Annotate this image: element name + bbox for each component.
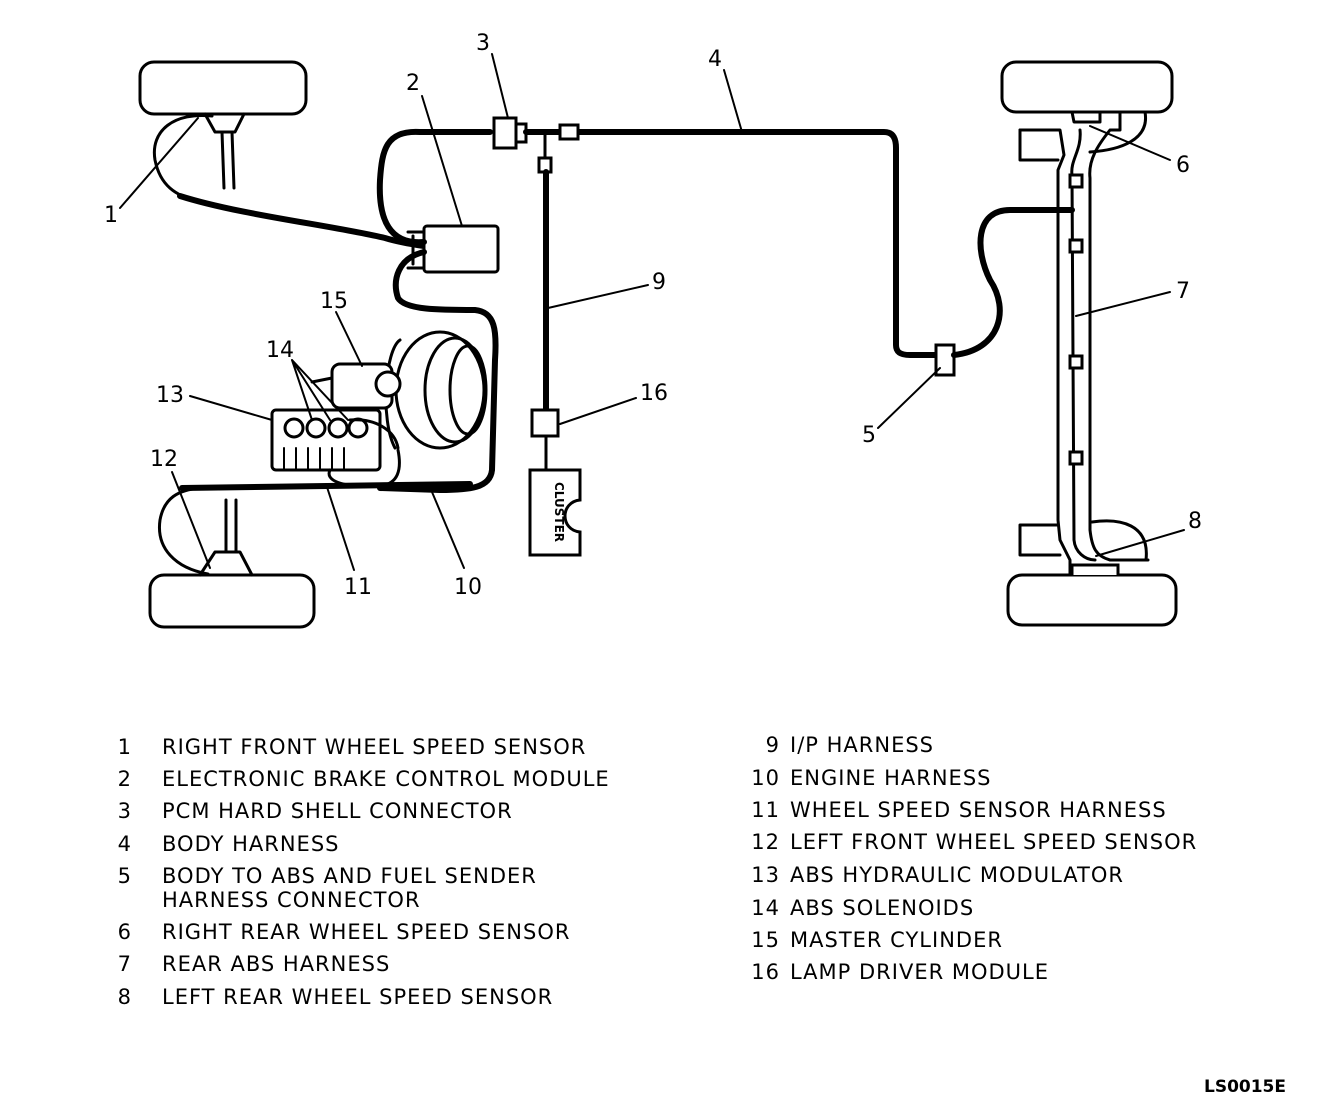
right-rear-sensor xyxy=(1070,110,1102,124)
callout-8: 8 xyxy=(1188,509,1202,534)
right-rear-wheel xyxy=(1000,60,1174,114)
harness-clip-2 xyxy=(1068,238,1084,254)
harness-clip-4 xyxy=(1068,450,1084,466)
engine-harness-loop xyxy=(377,249,499,493)
callout-5: 5 xyxy=(862,423,876,448)
abs-hydraulic-modulator xyxy=(270,408,401,488)
body-harness-wire xyxy=(523,129,943,358)
pcm-hard-shell-connector xyxy=(492,116,528,150)
figure-code: LS0015E xyxy=(1204,1077,1287,1097)
callout-9: 9 xyxy=(652,270,666,295)
lamp-driver-module xyxy=(530,408,560,438)
callout-numbers: 1 2 3 4 5 6 7 8 9 10 11 12 13 14 15 16 xyxy=(104,31,1202,600)
left-front-wheel xyxy=(148,573,316,629)
callout-13: 13 xyxy=(156,383,184,408)
callout-1: 1 xyxy=(104,203,118,228)
left-rear-wheel xyxy=(1006,573,1178,627)
callout-6: 6 xyxy=(1176,153,1190,178)
callout-12: 12 xyxy=(150,447,178,472)
abs-component-diagram: CLUSTER xyxy=(104,31,1202,629)
left-rear-sensor xyxy=(1070,563,1120,575)
body-to-rear-harness xyxy=(951,207,1075,358)
right-front-wheel xyxy=(138,60,308,116)
callout-15: 15 xyxy=(320,289,348,314)
leader-lines xyxy=(119,53,1185,571)
rear-abs-harness-wire xyxy=(1070,128,1097,562)
rear-frame xyxy=(1018,110,1150,577)
cluster-label: CLUSTER xyxy=(552,482,566,542)
inline-connector xyxy=(558,123,580,141)
callout-7: 7 xyxy=(1176,279,1190,304)
ebcm-module xyxy=(406,224,500,274)
left-front-sensor-assembly xyxy=(157,486,254,577)
instrument-cluster: CLUSTER xyxy=(528,468,582,557)
callout-16: 16 xyxy=(640,381,668,406)
callout-10: 10 xyxy=(454,575,482,600)
ebcm-upper-loop xyxy=(376,128,493,246)
callout-2: 2 xyxy=(406,71,420,96)
harness-clip-1 xyxy=(1068,173,1084,189)
callout-4: 4 xyxy=(708,47,722,72)
callout-3: 3 xyxy=(476,31,490,56)
harness-clip-3 xyxy=(1068,354,1084,370)
callout-11: 11 xyxy=(344,575,372,600)
master-cylinder-booster xyxy=(310,330,488,450)
right-front-sensor-assembly xyxy=(152,112,246,204)
callout-14: 14 xyxy=(266,338,294,363)
